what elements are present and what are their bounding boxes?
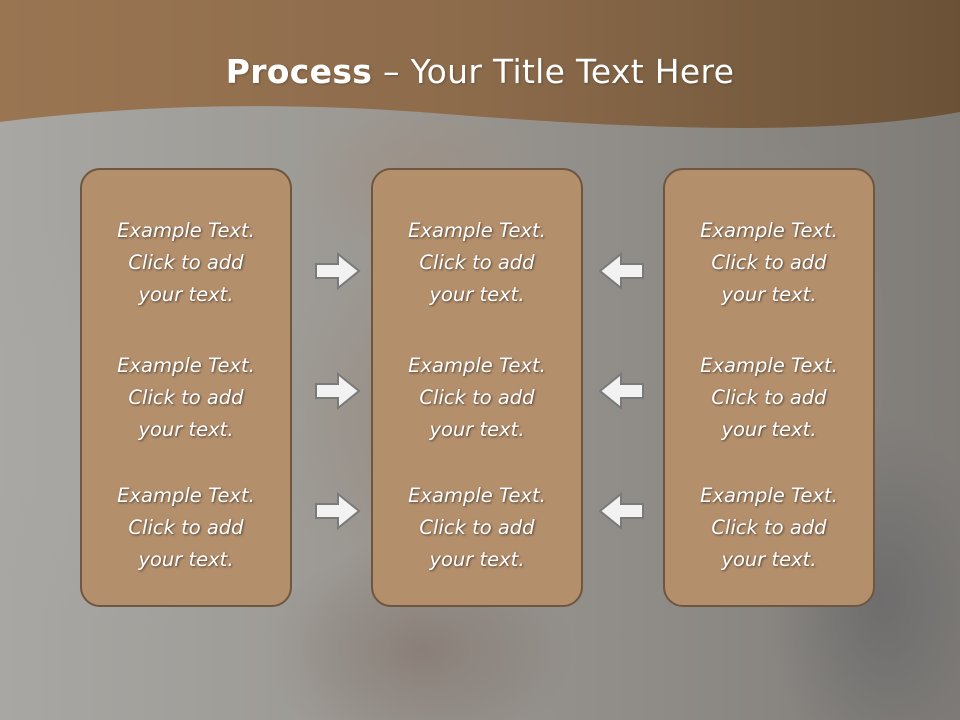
text-line: Click to add bbox=[128, 386, 244, 409]
text-line: your text. bbox=[138, 283, 234, 306]
text-line: Example Text. bbox=[700, 219, 838, 242]
text-block[interactable]: Example Text. Click to add your text. bbox=[82, 215, 290, 311]
arrow-left-icon bbox=[598, 251, 644, 291]
text-line: Click to add bbox=[711, 251, 827, 274]
text-line: Example Text. bbox=[117, 484, 255, 507]
text-line: your text. bbox=[429, 283, 525, 306]
title-bold: Process bbox=[225, 52, 373, 91]
text-line: Click to add bbox=[128, 251, 244, 274]
text-line: Click to add bbox=[419, 251, 535, 274]
text-block[interactable]: Example Text. Click to add your text. bbox=[665, 215, 873, 311]
text-block[interactable]: Example Text. Click to add your text. bbox=[373, 215, 581, 311]
text-block[interactable]: Example Text. Click to add your text. bbox=[82, 480, 290, 576]
text-line: your text. bbox=[721, 548, 817, 571]
title-rest: – Your Title Text Here bbox=[372, 52, 735, 91]
text-line: Click to add bbox=[128, 516, 244, 539]
arrow-right-icon bbox=[315, 491, 361, 531]
text-line: Example Text. bbox=[408, 354, 546, 377]
text-line: Example Text. bbox=[408, 484, 546, 507]
arrow-right-icon bbox=[315, 371, 361, 411]
text-line: your text. bbox=[138, 548, 234, 571]
text-line: Click to add bbox=[711, 516, 827, 539]
process-box-left[interactable]: Example Text. Click to add your text. Ex… bbox=[80, 168, 292, 607]
text-line: Example Text. bbox=[700, 484, 838, 507]
arrow-left-icon bbox=[598, 491, 644, 531]
text-line: your text. bbox=[429, 548, 525, 571]
text-line: Click to add bbox=[711, 386, 827, 409]
text-line: Example Text. bbox=[700, 354, 838, 377]
text-block[interactable]: Example Text. Click to add your text. bbox=[665, 480, 873, 576]
text-line: Example Text. bbox=[117, 219, 255, 242]
arrow-right-icon bbox=[315, 251, 361, 291]
process-box-middle[interactable]: Example Text. Click to add your text. Ex… bbox=[371, 168, 583, 607]
arrow-left-icon bbox=[598, 371, 644, 411]
text-block[interactable]: Example Text. Click to add your text. bbox=[82, 350, 290, 446]
text-line: your text. bbox=[138, 418, 234, 441]
text-line: your text. bbox=[721, 283, 817, 306]
text-block[interactable]: Example Text. Click to add your text. bbox=[665, 350, 873, 446]
process-box-right[interactable]: Example Text. Click to add your text. Ex… bbox=[663, 168, 875, 607]
text-block[interactable]: Example Text. Click to add your text. bbox=[373, 480, 581, 576]
text-line: your text. bbox=[429, 418, 525, 441]
text-line: your text. bbox=[721, 418, 817, 441]
text-line: Example Text. bbox=[408, 219, 546, 242]
text-line: Example Text. bbox=[117, 354, 255, 377]
text-line: Click to add bbox=[419, 386, 535, 409]
slide-title[interactable]: Process – Your Title Text Here bbox=[0, 52, 960, 91]
text-block[interactable]: Example Text. Click to add your text. bbox=[373, 350, 581, 446]
text-line: Click to add bbox=[419, 516, 535, 539]
title-banner bbox=[0, 0, 960, 140]
